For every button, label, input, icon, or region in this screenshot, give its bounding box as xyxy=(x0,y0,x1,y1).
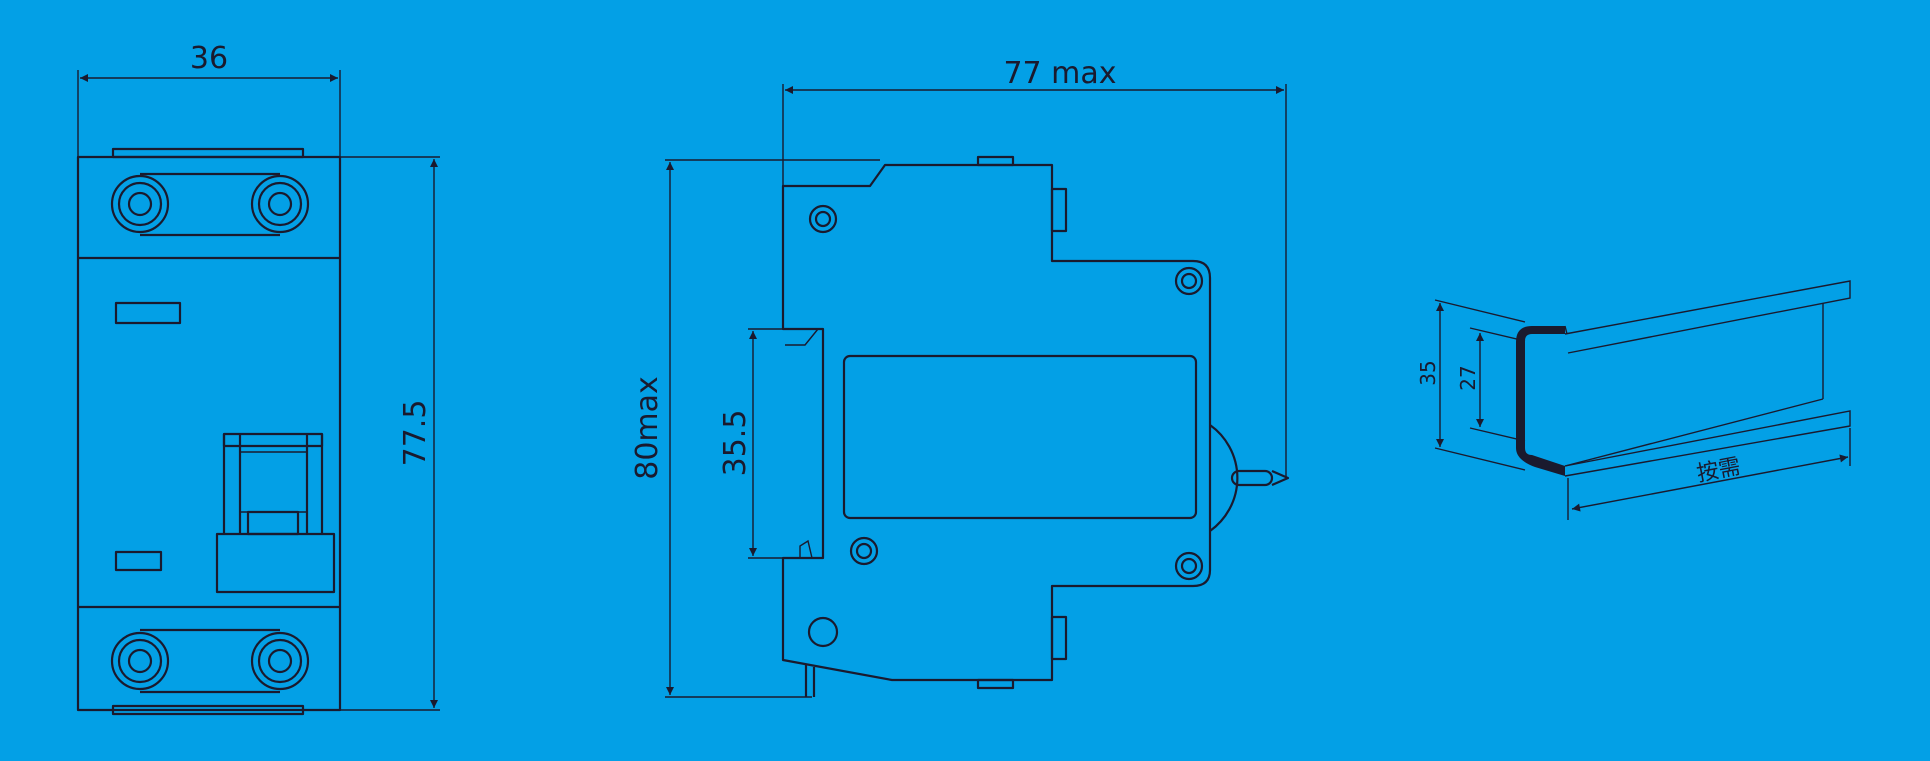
rail-length-label: 按需 xyxy=(1695,454,1743,487)
terminal-screw-icon xyxy=(110,631,170,691)
toggle-handle xyxy=(215,432,336,594)
front-width-label: 36 xyxy=(190,41,228,76)
terminal-screw-icon xyxy=(110,174,170,234)
front-view: 36 77.5 xyxy=(76,41,440,716)
terminal-screw-icon xyxy=(250,631,310,691)
rail-inner-height-label: 27 xyxy=(1456,365,1480,390)
din-rail-view: 35 27 按需 xyxy=(1416,280,1851,520)
side-view: 77 max 80max 35.5 xyxy=(630,56,1290,698)
rail-outer-height-label: 35 xyxy=(1416,360,1440,385)
rail-height-label: 35.5 xyxy=(718,410,753,477)
front-height-label: 77.5 xyxy=(398,400,433,467)
side-depth-label: 77 max xyxy=(1003,56,1116,91)
terminal-screw-icon xyxy=(250,174,310,234)
side-height-label: 80max xyxy=(630,376,665,480)
